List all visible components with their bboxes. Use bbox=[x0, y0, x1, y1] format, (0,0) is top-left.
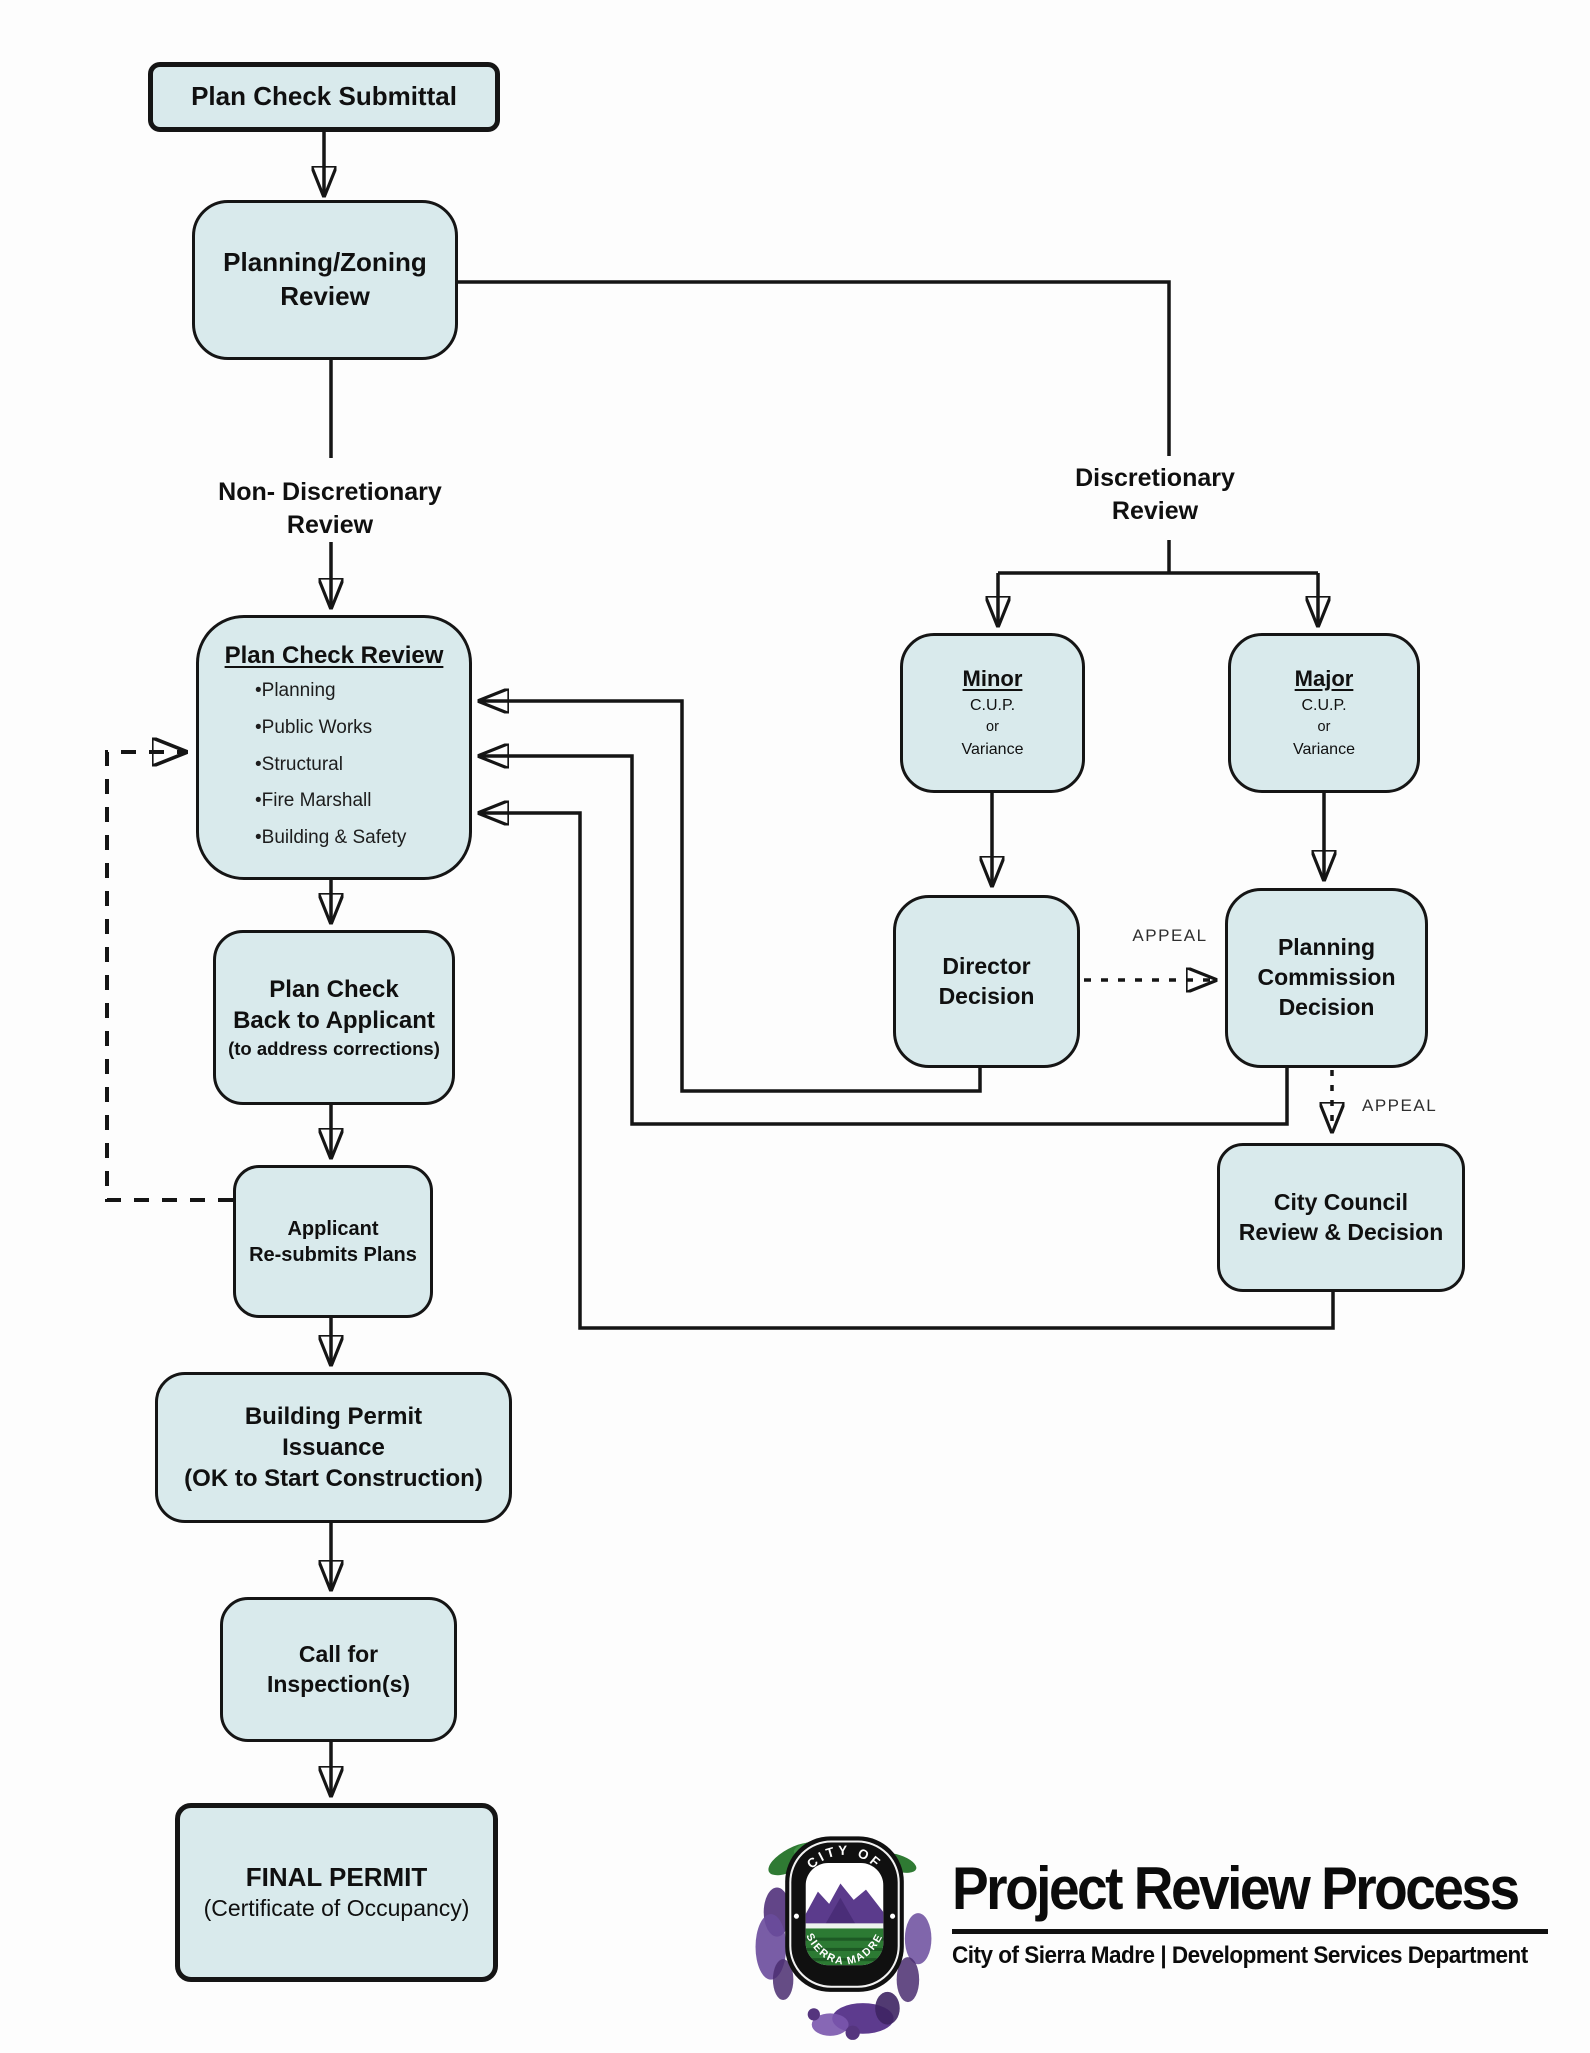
bullet-item: •Fire Marshall bbox=[255, 790, 372, 812]
return-director-to-plan-check-review bbox=[479, 701, 982, 1093]
node-planning-commission-decision: Planning Commission Decision bbox=[1225, 888, 1428, 1068]
node-label-line: Review bbox=[280, 281, 370, 311]
page-subtitle: City of Sierra Madre | Development Servi… bbox=[952, 1942, 1528, 1969]
node-label-line: Director bbox=[942, 952, 1031, 979]
node-label-line: FINAL PERMIT bbox=[245, 1861, 428, 1892]
node-label-line: or bbox=[986, 718, 999, 735]
node-label-line: Review & Decision bbox=[1238, 1218, 1444, 1245]
node-label-line: Inspection(s) bbox=[266, 1670, 411, 1697]
node-label-line: Decision bbox=[1278, 993, 1375, 1020]
page-title: Project Review Process bbox=[952, 1854, 1520, 1923]
node-label-line: Issuance bbox=[282, 1433, 385, 1461]
node-label-line: Plan Check bbox=[269, 976, 399, 1004]
node-applicant-resubmits-plans: Applicant Re-submits Plans bbox=[233, 1165, 433, 1318]
node-label-line: Variance bbox=[1293, 740, 1355, 758]
label-line: Discretionary bbox=[1075, 464, 1235, 492]
label-line: Non- Discretionary bbox=[218, 478, 442, 506]
return-council-to-plan-check-review bbox=[479, 813, 1335, 1330]
bullet-item: •Public Works bbox=[255, 716, 373, 738]
label-appeal-council: APPEAL bbox=[1362, 1096, 1438, 1115]
label-line: Review bbox=[286, 510, 374, 539]
node-plan-check-submittal: Plan Check Submittal bbox=[148, 62, 500, 132]
node-label-line: (to address corrections) bbox=[228, 1037, 440, 1059]
node-label-line: Call for bbox=[298, 1640, 379, 1667]
seal-landscape bbox=[805, 1863, 884, 1966]
node-label-line: (Certificate of Occupancy) bbox=[203, 1895, 470, 1922]
node-plan-check-back-to-applicant: Plan Check Back to Applicant (to address… bbox=[213, 930, 455, 1105]
line-planning-zoning-to-discretionary bbox=[458, 280, 1171, 456]
return-commission-to-plan-check-review bbox=[479, 756, 1289, 1126]
node-label-line: Applicant bbox=[287, 1217, 379, 1240]
node-label-line: or bbox=[1317, 718, 1331, 735]
plan-check-review-bullets: •Planning •Public Works •Structural •Fir… bbox=[255, 679, 413, 862]
label-appeal-director: APPEAL bbox=[1132, 926, 1208, 945]
bullet-item: •Building & Safety bbox=[255, 826, 407, 848]
node-label-line: Back to Applicant bbox=[233, 1007, 435, 1035]
node-label-line: C.U.P. bbox=[969, 696, 1016, 714]
bullet-item: •Planning bbox=[255, 680, 336, 702]
node-building-permit-issuance: Building Permit Issuance (OK to Start Co… bbox=[155, 1372, 512, 1523]
node-director-decision: Director Decision bbox=[893, 895, 1080, 1068]
node-label-line: City Council bbox=[1273, 1188, 1409, 1215]
node-title: Minor bbox=[962, 666, 1023, 691]
node-label-line: (OK to Start Construction) bbox=[184, 1465, 483, 1493]
node-call-for-inspections: Call for Inspection(s) bbox=[220, 1597, 457, 1742]
node-label-line: Commission bbox=[1257, 964, 1396, 991]
node-label-line: C.U.P. bbox=[1301, 696, 1347, 714]
bullet-item: •Structural bbox=[255, 753, 343, 775]
node-label-line: Planning/Zoning bbox=[223, 247, 427, 278]
node-plan-check-review: Plan Check Review •Planning •Public Work… bbox=[196, 615, 472, 880]
node-title: Plan Check Review bbox=[224, 642, 444, 669]
node-label: Plan Check Submittal bbox=[191, 81, 457, 112]
node-label-line: Re-submits Plans bbox=[249, 1243, 417, 1266]
node-label-line: Decision bbox=[938, 982, 1035, 1009]
label-non-discretionary-review: Non- Discretionary Review bbox=[140, 476, 520, 541]
wisteria-decoration bbox=[755, 1841, 932, 2040]
node-city-council-review-decision: City Council Review & Decision bbox=[1217, 1143, 1465, 1292]
node-label-line: Planning bbox=[1277, 934, 1376, 961]
city-of-sierra-madre-seal: CITY OF SIERRA MADRE bbox=[755, 1836, 932, 2040]
dashed-resubmit-to-plan-check-review bbox=[105, 752, 233, 1202]
title-divider bbox=[952, 1929, 1548, 1934]
node-title: Major bbox=[1294, 666, 1354, 691]
node-final-permit: FINAL PERMIT (Certificate of Occupancy) bbox=[175, 1803, 498, 1982]
footer-title-block: Project Review Process City of Sierra Ma… bbox=[952, 1853, 1552, 1968]
node-major-cup-variance: Major C.U.P. or Variance bbox=[1228, 633, 1420, 793]
node-planning-zoning-review: Planning/Zoning Review bbox=[192, 200, 458, 360]
node-minor-cup-variance: Minor C.U.P. or Variance bbox=[900, 633, 1085, 793]
label-line: Review bbox=[1111, 496, 1199, 525]
label-discretionary-review: Discretionary Review bbox=[1020, 462, 1290, 527]
node-label-line: Building Permit bbox=[244, 1402, 423, 1430]
node-label-line: Variance bbox=[961, 740, 1024, 758]
